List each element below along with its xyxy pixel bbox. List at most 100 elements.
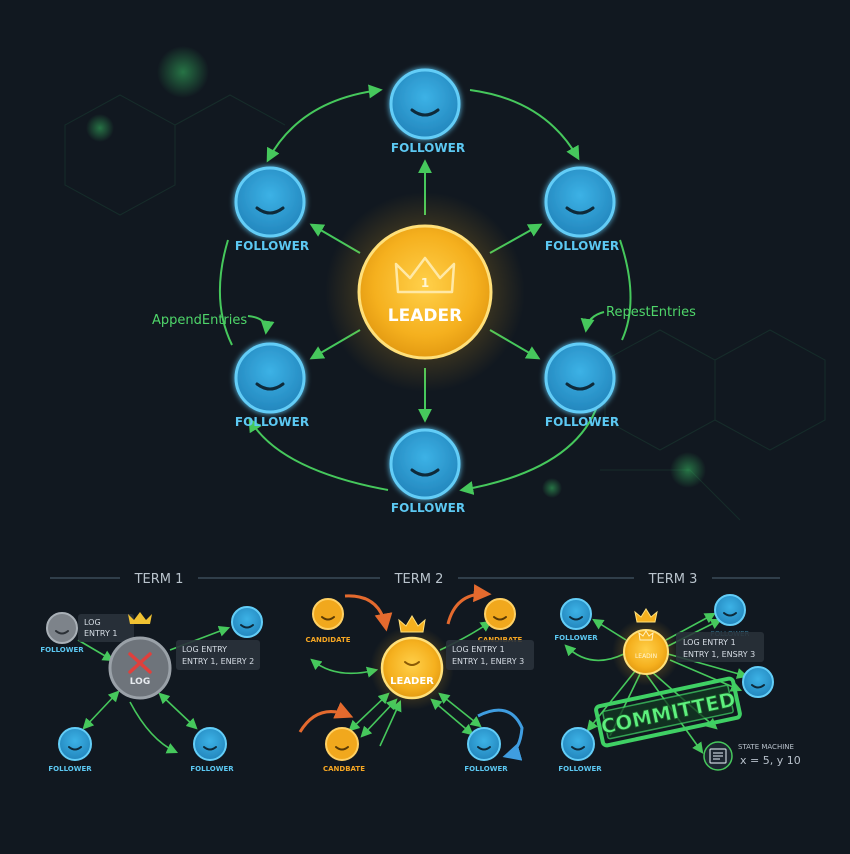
append-entries-label: AppendEntries bbox=[152, 313, 247, 328]
term-1-label: TERM 1 bbox=[134, 572, 184, 587]
repest-entries-label: RepestEntries bbox=[606, 305, 696, 320]
failed-leader-node-t1: LOG bbox=[108, 612, 172, 700]
log-box-t2: LOG ENTRY 1 ENTRY 1, ENERY 3 bbox=[446, 640, 534, 670]
state-machine: STATE MACHINE x = 5, y 10 bbox=[703, 741, 801, 771]
follower-node-t3-bottom-left: FOLLOWER bbox=[558, 727, 602, 773]
face-icon bbox=[404, 661, 420, 666]
face-icon bbox=[477, 746, 491, 751]
crown-icon bbox=[394, 256, 456, 294]
log-box-line: ENTRY 1, ENSRY 3 bbox=[683, 650, 755, 659]
log-box-line: LOG ENTRY 1 bbox=[452, 645, 505, 654]
follower-node-t3-right bbox=[742, 666, 774, 698]
committed-stamp: COMMITTED bbox=[594, 676, 742, 748]
leader-node: 1 LEADER bbox=[325, 192, 525, 392]
candidate-node-t2-top-left: CANDIDATE bbox=[305, 598, 351, 644]
candidate-node-t2-bottom: CANDBATE bbox=[323, 727, 365, 773]
log-box-t1-right: LOG ENTRY ENTRY 1, ENERY 2 bbox=[176, 640, 260, 670]
face-icon bbox=[565, 382, 595, 391]
log-box-t1-top: LOG ENTRY 1 bbox=[78, 614, 134, 642]
face-icon bbox=[565, 206, 595, 215]
follower-label: FOLLOWER bbox=[391, 501, 465, 515]
face-icon bbox=[569, 616, 583, 621]
leader-node-t2: LEADER bbox=[370, 615, 454, 710]
follower-node-t1-bottom-right: FOLLOWER bbox=[190, 727, 234, 773]
face-icon bbox=[410, 468, 440, 477]
leader-label: LEADIN bbox=[635, 653, 657, 660]
follower-node-lower-left: FOLLOWER bbox=[234, 342, 309, 429]
log-box-t3: LOG ENTRY 1 ENTRY 1, ENSRY 3 bbox=[676, 632, 764, 662]
crown-icon bbox=[634, 608, 658, 623]
log-box-line: LOG ENTRY bbox=[182, 645, 227, 654]
term-2-label: TERM 2 bbox=[394, 572, 444, 587]
face-icon bbox=[751, 684, 765, 689]
face-icon bbox=[571, 746, 585, 751]
term-3-label: TERM 3 bbox=[648, 572, 698, 587]
log-box-line: LOG ENTRY 1 bbox=[683, 638, 736, 647]
follower-label: FOLLOWER bbox=[464, 765, 508, 773]
failed-node-label: LOG bbox=[130, 677, 150, 687]
candidate-label: CANDIDATE bbox=[305, 636, 350, 644]
follower-node-upper-left: FOLLOWER bbox=[234, 166, 309, 253]
follower-node-lower-right: FOLLOWER bbox=[544, 342, 619, 429]
glow-dot bbox=[542, 478, 562, 498]
follower-node-t1-top-left: FOLLOWER bbox=[40, 612, 84, 654]
follower-label: FOLLOWER bbox=[545, 415, 619, 429]
follower-node-top: FOLLOWER bbox=[389, 68, 465, 155]
follower-node-t2-bottom: FOLLOWER bbox=[464, 727, 508, 773]
glow-dot bbox=[157, 46, 209, 98]
term-2-panel: CANDIDATE CANDIBATE LEADER LOG ENTRY 1 E… bbox=[298, 584, 534, 773]
term-timeline: TERM 1 TERM 2 TERM 3 bbox=[50, 572, 780, 587]
log-box-line: ENTRY 1, ENERY 3 bbox=[452, 657, 524, 666]
term-3-panel: FOLLOWER LEADIN FOLLOWER LOG ENTRY 1 ENT… bbox=[554, 594, 801, 773]
term-1-panel: FOLLOWER LOG ENTRY 1 LOG LOG ENTRY ENTRY… bbox=[40, 606, 263, 773]
crown-icon bbox=[398, 615, 426, 633]
top-cluster: AppendEntries RepestEntries 1 LEADER FOL… bbox=[152, 68, 696, 515]
face-icon bbox=[203, 746, 217, 751]
face-icon bbox=[410, 108, 440, 117]
follower-label: FOLLOWER bbox=[190, 765, 234, 773]
candidate-label: CANDBATE bbox=[323, 765, 365, 773]
leader-label: LEADER bbox=[390, 676, 434, 687]
follower-label: FOLLOWER bbox=[235, 239, 309, 253]
crown-icon bbox=[128, 612, 152, 624]
follower-node-upper-right: FOLLOWER bbox=[544, 166, 619, 253]
glow-dot bbox=[670, 452, 706, 488]
face-icon bbox=[255, 206, 285, 215]
face-icon bbox=[723, 612, 737, 617]
log-box-line: ENTRY 1, ENERY 2 bbox=[182, 657, 254, 666]
face-icon bbox=[255, 382, 285, 391]
follower-node-bottom: FOLLOWER bbox=[389, 428, 465, 515]
follower-node-t3-top-left: FOLLOWER bbox=[554, 598, 598, 642]
crown-icon bbox=[638, 630, 654, 641]
candidate-node-t2-top-right: CANDIBATE bbox=[478, 598, 523, 644]
state-machine-title: STATE MACHINE bbox=[738, 743, 794, 751]
ring-arrows bbox=[218, 84, 632, 495]
glow-dot bbox=[86, 114, 114, 142]
face-icon bbox=[240, 624, 254, 629]
follower-node-t1-bottom-left: FOLLOWER bbox=[48, 727, 92, 773]
leader-term-number: 1 bbox=[421, 276, 429, 290]
follower-label: FOLLOWER bbox=[558, 765, 602, 773]
leader-label: LEADER bbox=[388, 306, 462, 326]
face-icon bbox=[55, 630, 69, 635]
state-machine-icon bbox=[709, 748, 727, 764]
follower-label: FOLLOWER bbox=[40, 646, 84, 654]
face-icon bbox=[321, 616, 335, 621]
follower-node-t3-top-right: FOLLOWER bbox=[711, 594, 750, 638]
state-machine-value: x = 5, y 10 bbox=[740, 754, 801, 767]
follower-label: FOLLOWER bbox=[554, 634, 598, 642]
log-box-line: LOG bbox=[84, 618, 101, 627]
follower-label: FOLLOWER bbox=[48, 765, 92, 773]
repest-entries-arrow bbox=[580, 311, 605, 333]
face-icon bbox=[335, 746, 349, 751]
cross-icon bbox=[128, 652, 152, 674]
leader-node-t3: LEADIN bbox=[612, 608, 680, 686]
follower-label: FOLLOWER bbox=[391, 141, 465, 155]
face-icon bbox=[493, 616, 507, 621]
append-entries-arrow bbox=[247, 315, 275, 335]
log-box-line: ENTRY 1 bbox=[84, 629, 118, 638]
follower-label: FOLLOWER bbox=[235, 415, 309, 429]
follower-label: FOLLOWER bbox=[545, 239, 619, 253]
